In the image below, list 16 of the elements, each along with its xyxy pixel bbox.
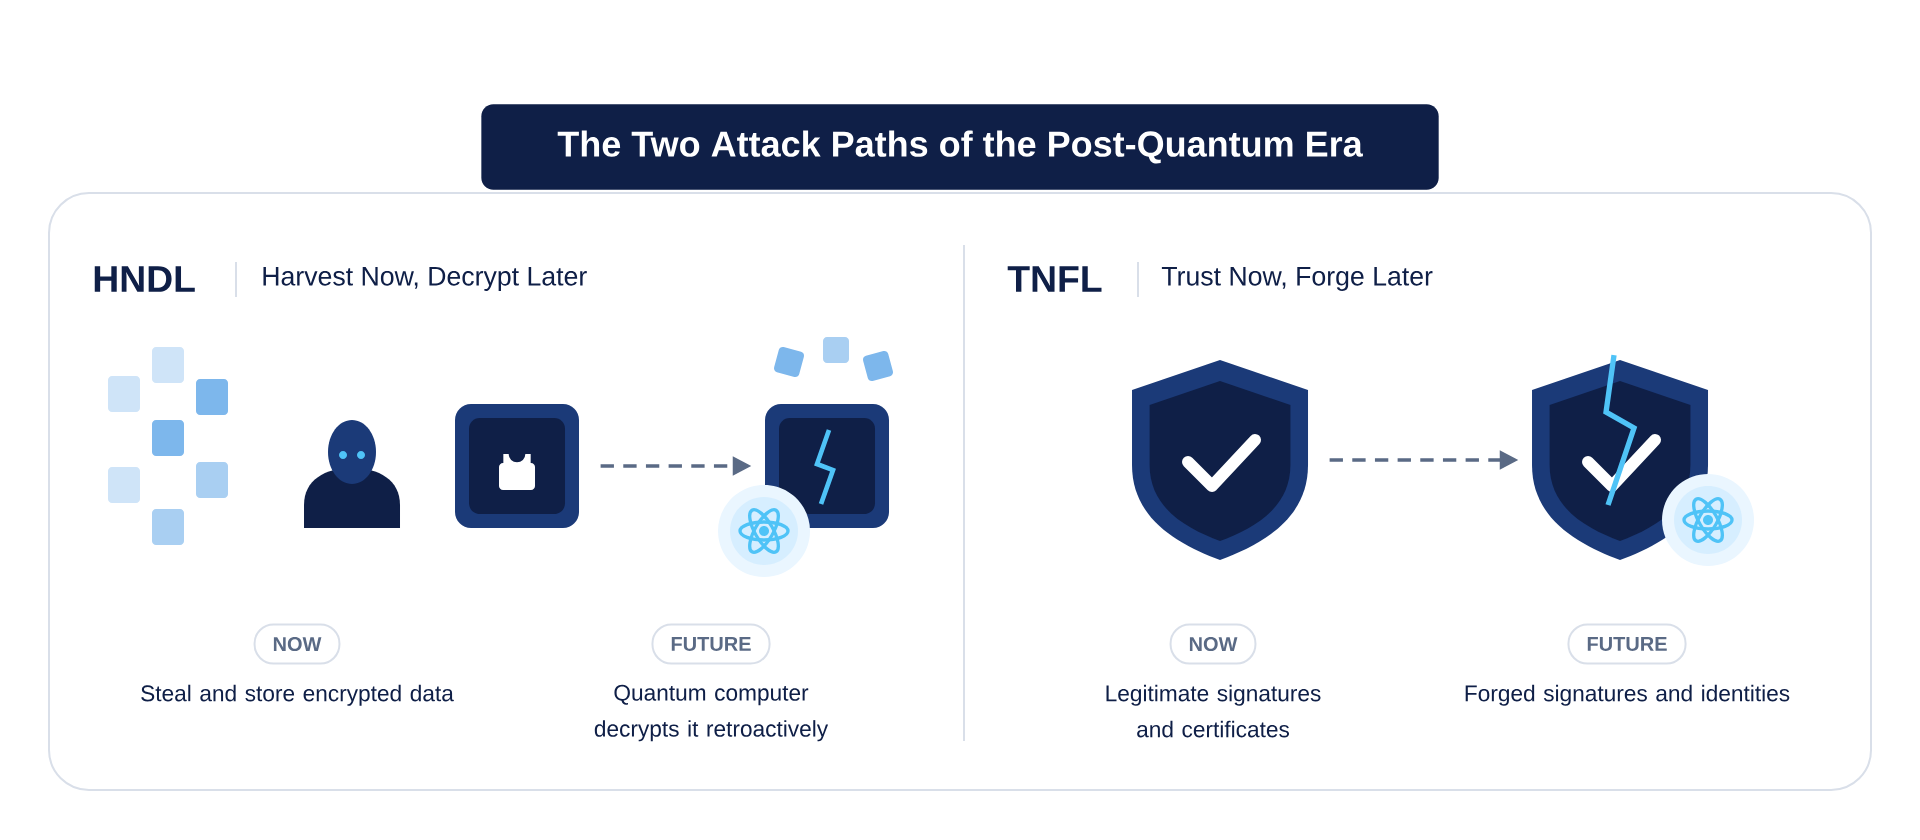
section-heading: HNDL	[94, 266, 195, 292]
time-pill: NOW	[253, 623, 341, 665]
time-pill: NOW	[1169, 623, 1257, 665]
node-label: Steal and store encrypted data	[141, 684, 454, 706]
time-pill: FUTURE	[651, 623, 771, 665]
title-banner: The Two Attack Paths of the Post-Quantum Era	[481, 104, 1439, 190]
time-pill: FUTURE	[1567, 623, 1687, 665]
node-label: Legitimate signatures and certificates	[1106, 684, 1321, 738]
section-subtitle: Trust Now, Forge Later	[1161, 267, 1433, 291]
padlock-box	[455, 404, 579, 528]
section-subtitle: Harvest Now, Decrypt Later	[263, 267, 587, 291]
checkmark-shield	[1132, 360, 1308, 560]
node-label: Quantum computer decrypts it retroactively	[594, 684, 829, 742]
node-label: Forged signatures and identities	[1465, 684, 1790, 706]
cracked-shield	[1532, 354, 1708, 560]
section-heading: TNFL	[1007, 266, 1102, 292]
